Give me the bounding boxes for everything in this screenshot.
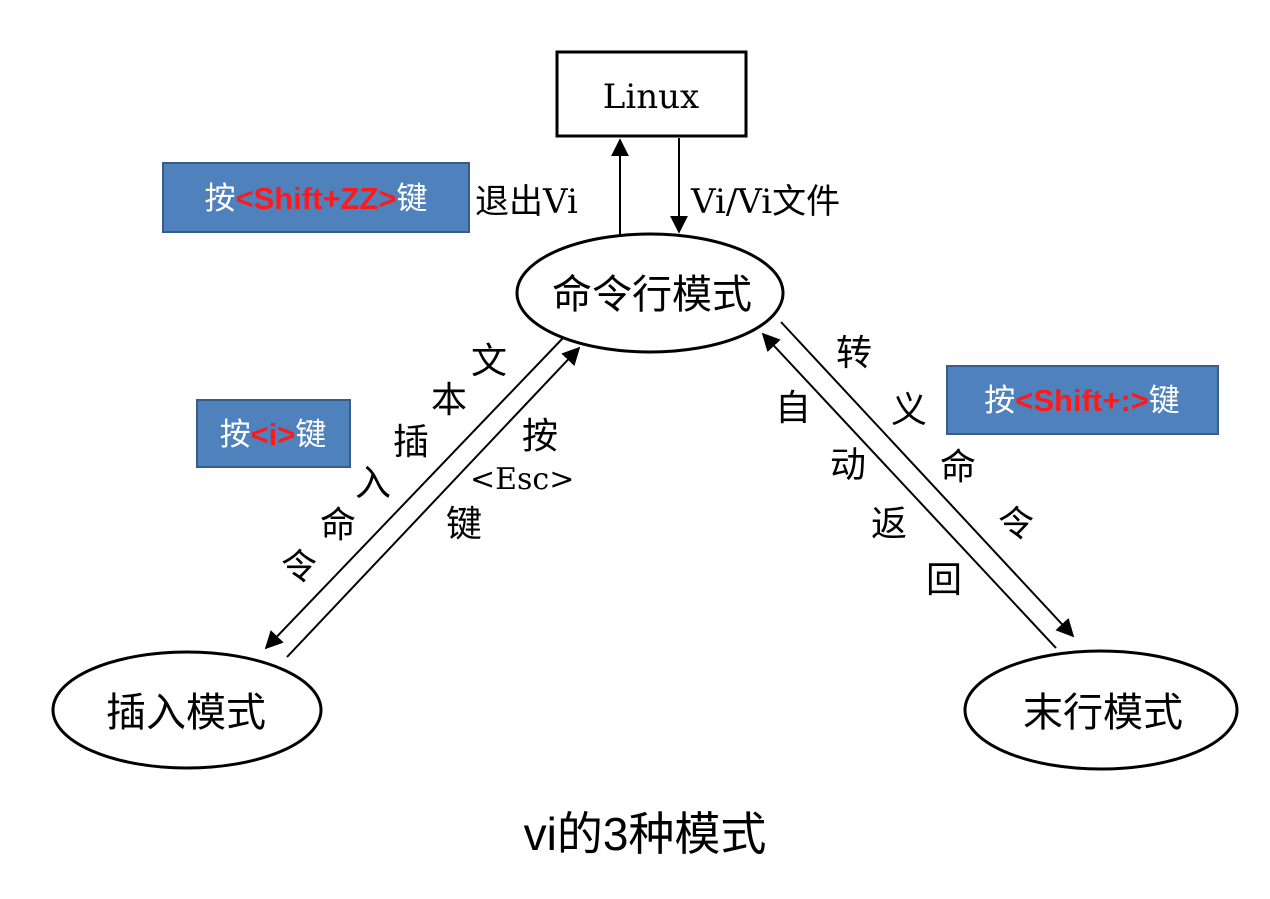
linux-box [555,50,748,138]
auto-return-char: 动 [830,445,866,486]
insert-cmd-char: 入 [355,463,391,504]
escape-cmd-char: 命 [940,447,976,488]
insert-text-command-label: 文 本 插 入 命 令 [281,341,507,588]
linux-label: Linux [603,77,699,117]
auto-return-char: 回 [926,560,962,601]
escape-cmd-char: 义 [891,390,927,431]
i-key-callout-box [196,399,351,468]
lastline-mode-node [963,649,1239,771]
press-esc-press: 按 [522,416,558,457]
shift-zz-callout: 按<Shift+ZZ>键 [162,162,470,233]
insert-to-command-arrow [286,346,581,658]
press-esc-key: 键 [446,504,482,545]
i-key-callout: 按<i>键 [196,399,351,468]
command-mode-label: 命令行模式 [552,272,752,318]
auto-return-char: 返 [871,504,907,545]
diagram-caption: vi的3种模式 [524,808,767,860]
shift-colon-callout-box [946,365,1219,435]
press-esc-key-name: <Esc> [470,462,574,497]
auto-return-label: 自 动 返 回 [775,388,962,601]
exit-vi-label: 退出Vi [475,182,578,222]
shift-colon-callout: 按<Shift+:>键 [946,365,1219,435]
escape-command-label: 转 义 命 令 [836,333,1034,545]
insert-cmd-char: 文 [471,341,507,382]
shift-zz-callout-text: 按<Shift+ZZ>键 [204,181,427,216]
insert-mode-label: 插入模式 [106,690,266,736]
open-file-label: Vi/Vi文件 [690,182,840,222]
insert-cmd-char: 本 [431,380,467,421]
insert-cmd-char: 插 [393,422,429,463]
escape-cmd-char: 转 [836,333,872,374]
command-to-lastline-arrow [780,321,1075,638]
lastline-mode-label: 末行模式 [1023,690,1183,736]
insert-mode-node [51,650,323,770]
insert-cmd-char: 令 [281,547,317,588]
auto-return-char: 自 [775,388,811,429]
command-mode-node [515,232,785,354]
command-to-insert-arrow [264,337,564,650]
shift-colon-callout-text: 按<Shift+:>键 [984,383,1180,418]
lastline-to-command-arrow [761,332,1057,649]
shift-zz-callout-box [162,162,470,233]
i-key-callout-text: 按<i>键 [220,417,327,452]
insert-cmd-char: 命 [320,505,356,546]
escape-cmd-char: 令 [998,504,1034,545]
